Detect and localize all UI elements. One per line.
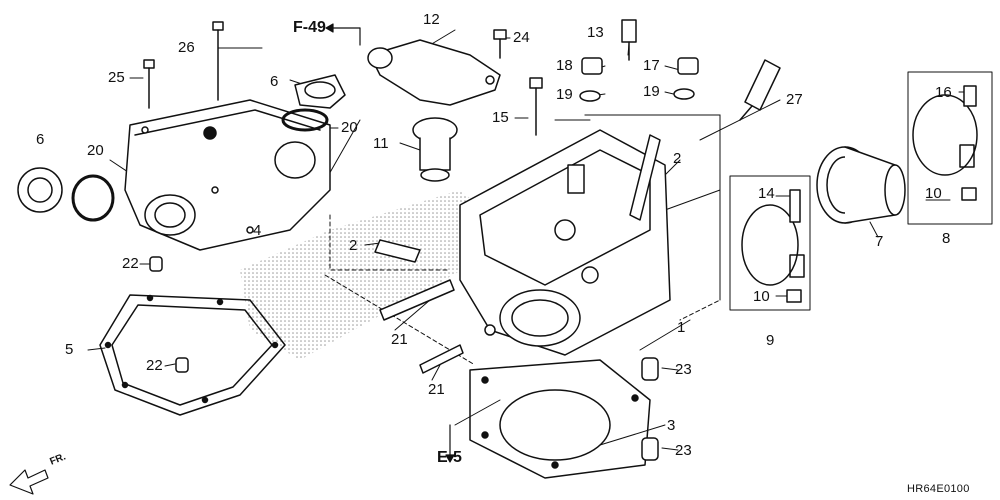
callout-7: 7 (875, 233, 884, 250)
callout-25: 25 (108, 69, 125, 86)
temperature-sensor (621, 19, 637, 61)
callout-17: 17 (643, 57, 660, 74)
assembly-shading (240, 190, 490, 360)
box-item-9 (729, 175, 811, 311)
washer-19-right (673, 88, 695, 100)
nut-10-upper (961, 187, 977, 201)
ref-f49: F-49 (293, 19, 326, 36)
cylinder-head-gasket (469, 359, 651, 479)
callout-13: 13 (587, 24, 604, 41)
cylinder-head-cover (124, 99, 331, 251)
callout-20-right: 20 (341, 119, 358, 136)
callout-19-left: 19 (556, 86, 573, 103)
dowel-pin-upper (149, 256, 163, 272)
callout-26: 26 (178, 39, 195, 56)
callout-6-left: 6 (36, 131, 45, 148)
callout-22-lower: 22 (146, 357, 163, 374)
bolt-16 (963, 85, 977, 107)
bolt-26 (212, 21, 224, 101)
bolt-24 (493, 29, 507, 59)
callout-4: 4 (253, 222, 262, 239)
callout-23-lower: 23 (675, 442, 692, 459)
callout-21-lower: 21 (428, 381, 445, 398)
plug-cap-left (17, 167, 63, 213)
washer-19-left (579, 90, 601, 102)
cylinder-head (459, 129, 671, 356)
callout-6-right: 6 (270, 73, 279, 90)
diagram-code: HR64E0100 (907, 483, 970, 495)
head-cover-gasket (99, 294, 286, 416)
valve-guide-right (629, 134, 661, 221)
bolt-14 (789, 189, 801, 223)
callout-22-upper: 22 (122, 255, 139, 272)
callout-2-left: 2 (349, 237, 358, 254)
callout-18: 18 (556, 57, 573, 74)
callout-9: 9 (766, 332, 775, 349)
callout-11: 11 (373, 135, 389, 152)
dowel-23-upper (641, 357, 659, 381)
o-ring-right (281, 108, 329, 132)
callout-21-upper: 21 (391, 331, 408, 348)
callout-5: 5 (65, 341, 74, 358)
callout-15: 15 (492, 109, 509, 126)
callout-1: 1 (677, 319, 686, 336)
o-ring-left (71, 174, 115, 222)
band-clamp-8 (912, 94, 978, 176)
dowel-23-lower (641, 437, 659, 461)
callout-14: 14 (758, 185, 775, 202)
f49-arrow (325, 23, 361, 46)
callout-19-right: 19 (643, 83, 660, 100)
callout-10-lower: 10 (753, 288, 770, 305)
callout-24: 24 (513, 29, 530, 46)
callout-2-right: 2 (673, 150, 682, 167)
dowel-pin-lower (175, 357, 189, 373)
callout-23-upper: 23 (675, 361, 692, 378)
spark-plug (739, 59, 781, 121)
cap-nut-17 (677, 57, 699, 75)
thermostat (412, 117, 458, 182)
callout-16: 16 (935, 84, 952, 101)
stud-21-lower (419, 344, 464, 374)
intake-insulator (816, 146, 906, 224)
stud-bolt-15 (529, 77, 543, 136)
callout-20-left: 20 (87, 142, 104, 159)
nut-10-lower (786, 289, 802, 303)
box-item-8 (907, 71, 993, 225)
callout-27: 27 (786, 91, 803, 108)
ref-e5: E-5 (437, 449, 462, 466)
callout-3: 3 (667, 417, 676, 434)
stud-21-upper (379, 279, 455, 321)
e5-arrow (445, 424, 455, 463)
front-arrow (9, 469, 49, 495)
callout-10-upper: 10 (925, 185, 942, 202)
thermostat-cover (367, 39, 501, 106)
plug-cap-right (294, 74, 346, 109)
cap-nut-18 (581, 57, 603, 75)
callout-8: 8 (942, 230, 951, 247)
valve-guide-left (374, 239, 421, 263)
reference-boxes (324, 114, 721, 366)
bolt-25 (143, 59, 155, 109)
band-clamp-9 (741, 204, 805, 286)
callout-12: 12 (423, 11, 440, 28)
